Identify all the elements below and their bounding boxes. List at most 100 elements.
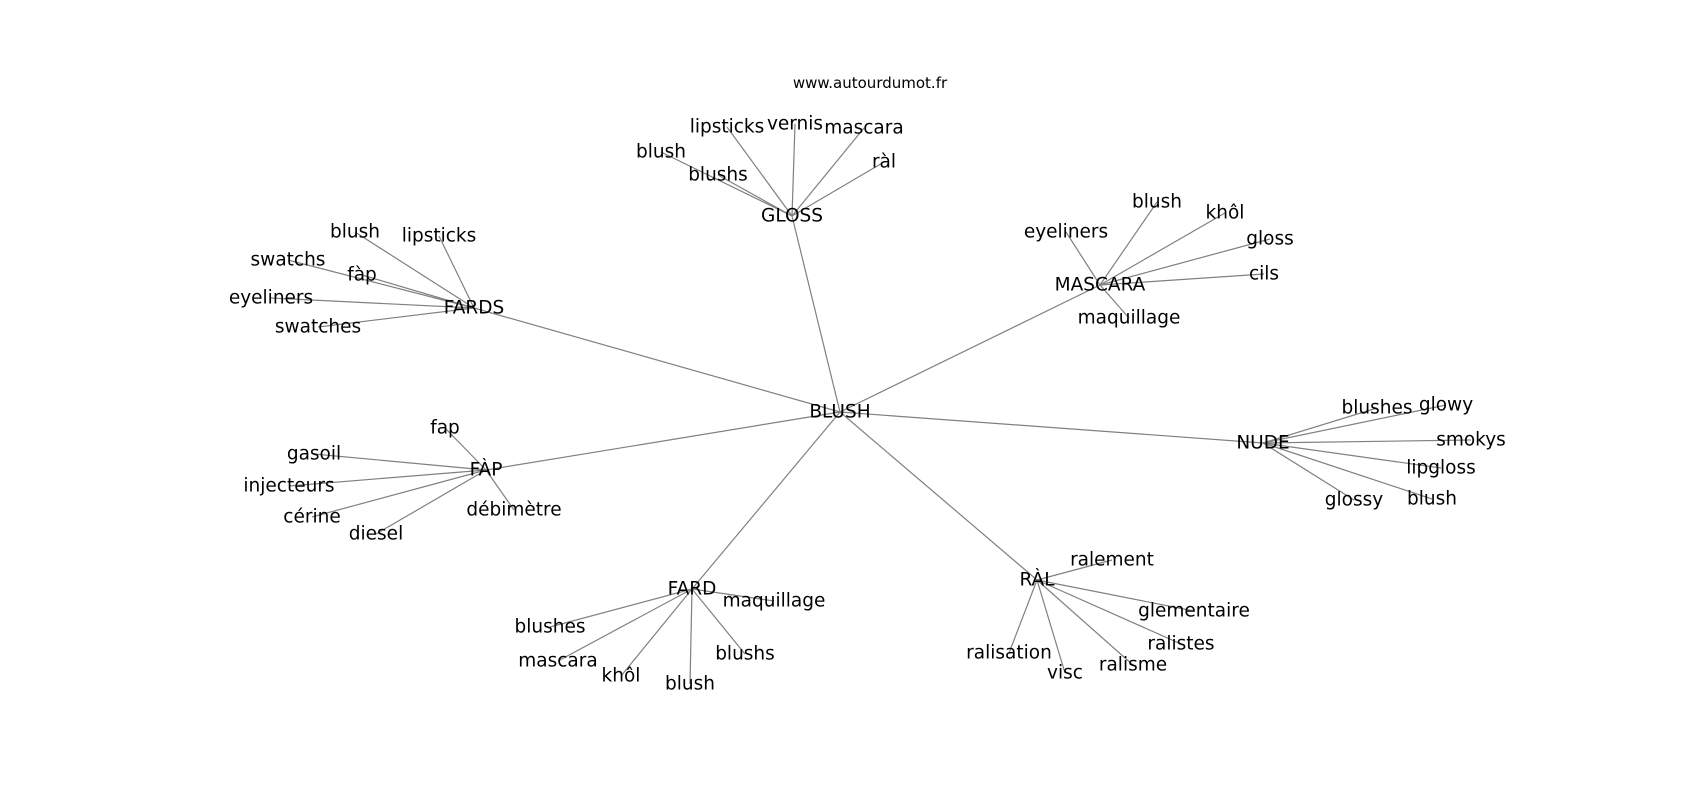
leaf-node-nude-blush: blush xyxy=(1407,489,1457,510)
hub-node-nude: NUDE xyxy=(1236,433,1289,454)
leaf-node-fard-maquillage: maquillage xyxy=(723,591,826,612)
leaf-node-gloss-lipsticks: lipsticks xyxy=(690,117,765,138)
edge-fards-fap xyxy=(361,274,475,309)
edge-fap-fap xyxy=(444,427,487,471)
leaf-node-fard-blush: blush xyxy=(665,674,715,695)
leaf-node-ral-ralisation: ralisation xyxy=(966,643,1052,664)
edge-fards-swatches xyxy=(317,307,475,328)
leaf-node-gloss-blush: blush xyxy=(636,142,686,163)
leaf-node-fards-eyeliners: eyeliners xyxy=(229,288,313,309)
hub-node-fap: FÀP xyxy=(470,459,503,481)
leaf-node-fards-blush: blush xyxy=(330,222,380,243)
edge-fard-blush xyxy=(689,588,693,685)
leaf-node-fap-cerine: cérine xyxy=(283,507,340,528)
leaf-node-fards-fap: fàp xyxy=(347,265,377,286)
edge-ral-visc xyxy=(1036,579,1066,674)
leaf-node-nude-glowy: glowy xyxy=(1419,395,1473,416)
edge-mascara-gloss xyxy=(1099,238,1271,286)
leaf-node-fard-blushes: blushes xyxy=(515,617,586,638)
leaf-node-mascara-khol: khôl xyxy=(1206,203,1245,224)
hub-node-fard: FARD xyxy=(668,579,717,600)
edge-center-fap xyxy=(485,411,841,471)
leaf-node-gloss-vernis: vernis xyxy=(767,114,823,135)
edge-center-fards xyxy=(473,307,841,413)
edge-fard-blushes xyxy=(549,588,693,628)
center-node-label: BLUSH xyxy=(809,402,870,423)
edge-mascara-eyeliners xyxy=(1065,231,1101,286)
edge-mascara-blush xyxy=(1099,201,1158,286)
edge-center-mascara xyxy=(839,284,1101,413)
edge-fards-blush xyxy=(354,231,475,309)
leaf-node-nude-glossy: glossy xyxy=(1325,490,1383,511)
leaf-node-fard-mascara: mascara xyxy=(518,651,597,672)
edge-nude-blushes xyxy=(1262,407,1378,444)
leaf-node-ral-ralistes: ralistes xyxy=(1147,634,1214,655)
edge-nude-smokys xyxy=(1262,439,1472,444)
leaf-node-gloss-ral: ràl xyxy=(872,152,896,173)
edge-center-fard xyxy=(691,411,841,590)
leaf-node-mascara-blush: blush xyxy=(1132,192,1182,213)
leaf-node-mascara-eyeliners: eyeliners xyxy=(1024,222,1108,243)
edge-ral-ralisme xyxy=(1036,579,1134,666)
edge-gloss-ral xyxy=(791,161,885,217)
edge-fards-swatchs xyxy=(287,259,475,309)
leaf-node-nude-smokys: smokys xyxy=(1436,430,1506,451)
leaf-node-fards-swatches: swatches xyxy=(275,317,361,338)
hub-node-fards: FARDS xyxy=(444,298,504,319)
edge-center-ral xyxy=(839,411,1038,581)
leaf-node-gloss-blushs: blushs xyxy=(688,165,748,186)
leaf-node-fap-fap: fap xyxy=(430,418,460,439)
leaf-node-mascara-maquillage: maquillage xyxy=(1078,308,1181,329)
leaf-node-nude-blushes: blushes xyxy=(1342,398,1413,419)
leaf-node-fap-diesel: diesel xyxy=(349,524,403,545)
edge-fard-blushs xyxy=(691,588,746,655)
leaf-node-ral-visc: visc xyxy=(1047,663,1083,684)
edge-fard-mascara xyxy=(557,588,693,662)
edge-gloss-mascara xyxy=(791,127,865,217)
leaf-node-ral-ralement: ralement xyxy=(1070,550,1154,571)
leaf-node-ral-ralisme: ralisme xyxy=(1099,655,1167,676)
graph-edges xyxy=(270,123,1472,685)
edge-ral-ralement xyxy=(1036,559,1113,581)
hub-node-mascara: MASCARA xyxy=(1055,275,1146,296)
leaf-node-mascara-gloss: gloss xyxy=(1246,229,1293,250)
edge-ral-ralistes xyxy=(1036,579,1182,645)
edge-fap-cerine xyxy=(311,469,487,518)
edge-gloss-lipsticks xyxy=(726,126,793,217)
leaf-node-fard-blushs: blushs xyxy=(715,644,775,665)
edge-fard-maquillage xyxy=(691,588,775,602)
hub-node-ral: RÀL xyxy=(1019,569,1055,591)
edge-fap-debimetre xyxy=(485,469,515,511)
edge-fards-eyeliners xyxy=(270,297,475,309)
edge-nude-glowy xyxy=(1262,404,1447,444)
leaf-node-fards-swatchs: swatchs xyxy=(251,250,326,271)
edge-fap-diesel xyxy=(375,469,487,535)
leaf-node-fard-khol: khôl xyxy=(602,666,641,687)
edge-nude-blush xyxy=(1262,442,1433,500)
leaf-node-fap-debimetre: débimètre xyxy=(466,500,561,521)
edge-mascara-maquillage xyxy=(1099,284,1130,319)
edge-mascara-cils xyxy=(1099,273,1265,286)
edge-center-nude xyxy=(839,411,1264,444)
hub-node-gloss: GLOSS xyxy=(761,206,823,227)
edge-fap-injecteurs xyxy=(288,469,487,487)
edge-mascara-khol xyxy=(1099,212,1226,286)
leaf-node-gloss-mascara: mascara xyxy=(824,118,903,139)
edge-nude-lipgloss xyxy=(1262,442,1442,469)
leaf-node-nude-lipgloss: lipgloss xyxy=(1406,458,1476,479)
edge-gloss-vernis xyxy=(791,123,796,217)
edge-ral-ralisation xyxy=(1008,579,1038,654)
leaf-node-mascara-cils: cils xyxy=(1249,264,1279,285)
leaf-node-fards-lipsticks: lipsticks xyxy=(402,226,477,247)
edge-fard-khol xyxy=(620,588,693,677)
edge-fap-gasoil xyxy=(313,453,487,471)
leaf-node-fap-injecteurs: injecteurs xyxy=(243,476,334,497)
edge-center-gloss xyxy=(791,215,841,413)
source-url: www.autourdumot.fr xyxy=(793,74,948,92)
leaf-node-ral-glementaire: glementaire xyxy=(1138,601,1250,622)
edge-gloss-blushs xyxy=(717,174,793,217)
edge-nude-glossy xyxy=(1262,442,1355,501)
leaf-node-fap-gasoil: gasoil xyxy=(287,444,341,465)
